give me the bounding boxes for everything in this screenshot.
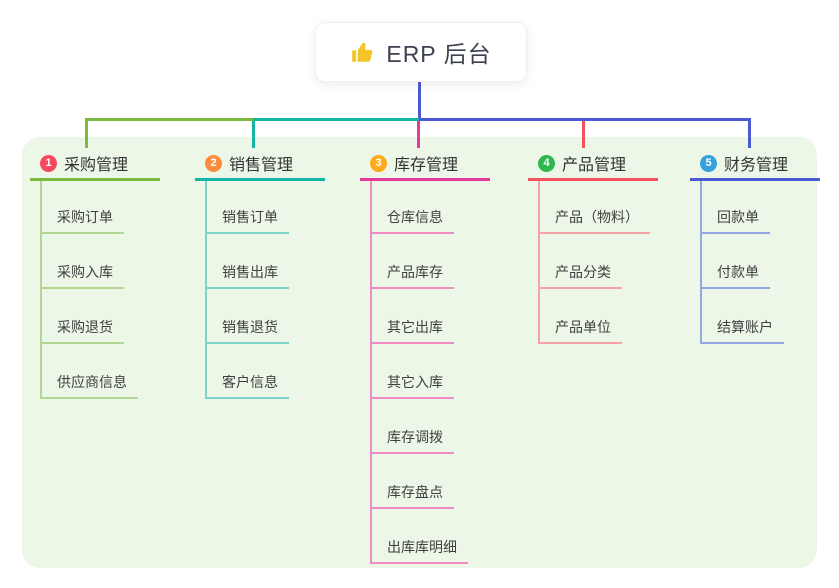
branch-number-badge: 3 xyxy=(370,154,387,172)
leaf-node-label: 其它入库 xyxy=(387,374,443,390)
leaf-node-label: 库存盘点 xyxy=(387,484,443,500)
mindmap-leaf-node[interactable]: 销售退货 xyxy=(205,316,289,344)
mindmap-leaf-node[interactable]: 产品单位 xyxy=(538,316,622,344)
leaf-node-label: 采购退货 xyxy=(57,319,113,335)
mindmap-leaf-node[interactable]: 采购退货 xyxy=(40,316,124,344)
top-connector-segment-1 xyxy=(85,118,253,121)
branch-node-4[interactable]: 4 产品管理 xyxy=(528,148,658,181)
mindmap-leaf-node[interactable]: 采购订单 xyxy=(40,206,124,234)
leaf-node-label: 回款单 xyxy=(717,209,759,225)
leaf-node-label: 结算账户 xyxy=(717,319,773,335)
branch-node-5[interactable]: 5 财务管理 xyxy=(690,148,820,181)
mindmap-leaf-node[interactable]: 销售订单 xyxy=(205,206,289,234)
root-node-label: ERP 后台 xyxy=(386,41,492,67)
leaf-node-label: 付款单 xyxy=(717,264,759,280)
mindmap-leaf-node[interactable]: 产品库存 xyxy=(370,261,454,289)
mindmap-leaf-node[interactable]: 库存调拨 xyxy=(370,426,454,454)
branch-child-connector xyxy=(40,181,42,397)
mindmap-leaf-node[interactable]: 产品（物料） xyxy=(538,206,650,234)
branch-node-2[interactable]: 2 销售管理 xyxy=(195,148,325,181)
mindmap-leaf-node[interactable]: 库存盘点 xyxy=(370,481,454,509)
mindmap-leaf-node[interactable]: 付款单 xyxy=(700,261,770,289)
branch-drop-connector-5 xyxy=(748,118,751,148)
mindmap-leaf-node[interactable]: 仓库信息 xyxy=(370,206,454,234)
mindmap-leaf-node[interactable]: 其它出库 xyxy=(370,316,454,344)
branch-title: 库存管理 xyxy=(394,157,459,174)
leaf-node-label: 其它出库 xyxy=(387,319,443,335)
mindmap-leaf-node[interactable]: 供应商信息 xyxy=(40,371,138,399)
branch-title: 采购管理 xyxy=(64,157,129,174)
branch-number-badge: 5 xyxy=(700,154,717,172)
leaf-node-label: 产品（物料） xyxy=(555,209,639,225)
branch-child-connector xyxy=(538,181,540,342)
mindmap-leaf-node[interactable]: 采购入库 xyxy=(40,261,124,289)
branch-drop-connector-4 xyxy=(582,121,585,148)
mindmap-leaf-node[interactable]: 产品分类 xyxy=(538,261,622,289)
root-stem-connector xyxy=(418,80,421,119)
branch-drop-connector-3 xyxy=(417,121,420,148)
mindmap-leaf-node[interactable]: 结算账户 xyxy=(700,316,784,344)
branch-node-3[interactable]: 3 库存管理 xyxy=(360,148,490,181)
leaf-node-label: 供应商信息 xyxy=(57,374,127,390)
leaf-node-label: 产品分类 xyxy=(555,264,611,280)
branch-child-connector xyxy=(205,181,207,397)
leaf-node-label: 库存调拨 xyxy=(387,429,443,445)
branch-number-badge: 4 xyxy=(538,154,555,172)
mindmap-leaf-node[interactable]: 其它入库 xyxy=(370,371,454,399)
branch-drop-connector-2 xyxy=(252,121,255,148)
thumbs-up-icon xyxy=(350,39,376,65)
leaf-node-label: 客户信息 xyxy=(222,374,278,390)
leaf-node-label: 产品库存 xyxy=(387,264,443,280)
leaf-node-label: 采购入库 xyxy=(57,264,113,280)
branch-title: 销售管理 xyxy=(229,157,294,174)
mindmap-leaf-node[interactable]: 出库库明细 xyxy=(370,536,468,564)
leaf-node-label: 销售订单 xyxy=(222,209,278,225)
leaf-node-label: 销售出库 xyxy=(222,264,278,280)
branch-child-connector xyxy=(370,181,372,562)
branch-child-connector xyxy=(700,181,702,342)
leaf-node-label: 产品单位 xyxy=(555,319,611,335)
top-connector-segment-3 xyxy=(419,118,751,121)
branch-drop-connector-1 xyxy=(85,118,88,148)
leaf-node-label: 出库库明细 xyxy=(387,539,457,555)
branch-node-1[interactable]: 1 采购管理 xyxy=(30,148,160,181)
mindmap-leaf-node[interactable]: 客户信息 xyxy=(205,371,289,399)
branch-title: 产品管理 xyxy=(562,157,627,174)
branch-title: 财务管理 xyxy=(724,157,789,174)
branch-number-badge: 2 xyxy=(205,154,222,172)
root-node[interactable]: ERP 后台 xyxy=(315,22,527,82)
mindmap-leaf-node[interactable]: 销售出库 xyxy=(205,261,289,289)
leaf-node-label: 采购订单 xyxy=(57,209,113,225)
branch-number-badge: 1 xyxy=(40,154,57,172)
leaf-node-label: 销售退货 xyxy=(222,319,278,335)
mindmap-leaf-node[interactable]: 回款单 xyxy=(700,206,770,234)
top-connector-segment-2 xyxy=(253,118,419,121)
leaf-node-label: 仓库信息 xyxy=(387,209,443,225)
branches-panel xyxy=(22,137,817,568)
